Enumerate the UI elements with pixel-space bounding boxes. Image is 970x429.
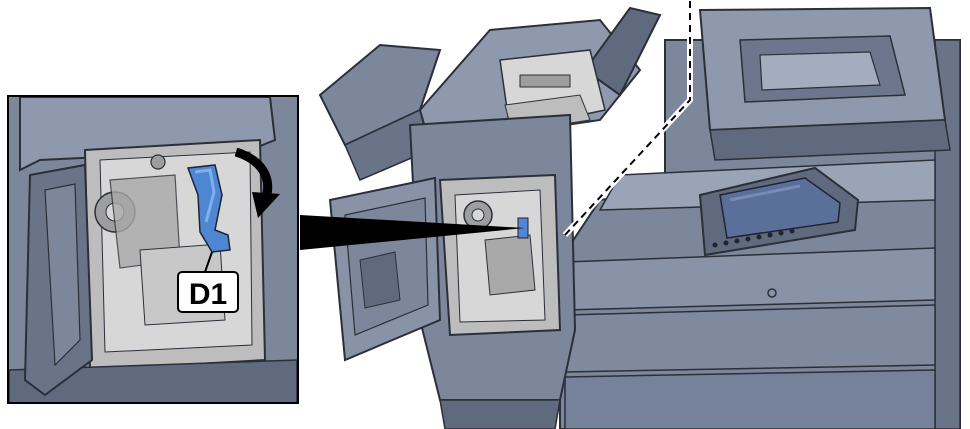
curved-arrow-down-icon xyxy=(234,147,280,218)
callout-d1-label: D1 xyxy=(189,278,227,311)
callout-leader-line xyxy=(204,251,213,273)
callout-d1: D1 xyxy=(177,271,239,313)
zoom-pointer-icon xyxy=(300,215,525,250)
blue-lever-icon xyxy=(186,164,231,253)
operation-panel xyxy=(698,166,860,257)
zoom-inset: D1 xyxy=(7,95,299,404)
touch-screen xyxy=(719,177,841,239)
main-copier-body xyxy=(559,6,961,429)
finisher-unit xyxy=(318,6,662,429)
